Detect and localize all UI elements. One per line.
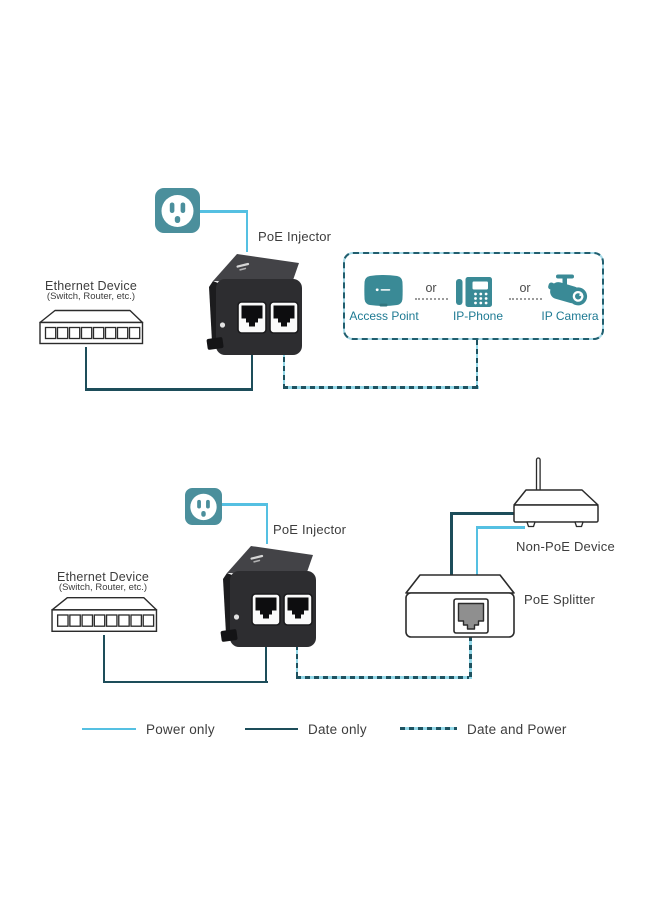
data-cable-vertical-left-2 bbox=[102, 635, 106, 683]
ip-phone-label: IP-Phone bbox=[452, 309, 504, 323]
power-cable-vertical-2 bbox=[265, 503, 268, 544]
ip-camera-label: IP Camera bbox=[541, 309, 599, 323]
data-power-cable-vertical-left bbox=[282, 348, 286, 388]
switch-ports-2 bbox=[56, 614, 155, 627]
legend-swatch-date-only bbox=[245, 727, 298, 730]
powered-devices-box bbox=[343, 252, 604, 340]
poe-injector-label-2: PoE Injector bbox=[273, 522, 347, 537]
dc-power-jack bbox=[206, 337, 224, 350]
legend-label-power-only: Power only bbox=[146, 722, 215, 737]
poe-injector-label: PoE Injector bbox=[258, 229, 332, 244]
legend-label-date-only: Date only bbox=[308, 722, 367, 737]
data-power-cable-horizontal-2 bbox=[295, 676, 472, 679]
poe-splitter-label: PoE Splitter bbox=[524, 592, 596, 607]
splitter-power-horizontal bbox=[475, 526, 525, 529]
rj45-port-2 bbox=[269, 301, 299, 334]
data-power-cable-horizontal bbox=[282, 385, 479, 389]
or-separator-2: or bbox=[519, 281, 531, 295]
power-cable-horizontal bbox=[198, 210, 248, 213]
access-point-label: Access Point bbox=[349, 309, 419, 323]
power-cable-horizontal-2 bbox=[221, 503, 268, 506]
dc-power-jack-2 bbox=[220, 629, 238, 642]
ip-camera-icon bbox=[547, 274, 589, 307]
data-power-cable-vertical-right-2 bbox=[469, 636, 472, 679]
legend-swatch-power-only bbox=[82, 727, 136, 730]
switch-ports bbox=[44, 326, 141, 340]
wall-outlet-2 bbox=[185, 488, 222, 525]
ethernet-device-sublabel: (Switch, Router, etc.) bbox=[46, 291, 136, 302]
poe-splitter-device bbox=[404, 573, 516, 639]
splitter-data-vertical bbox=[450, 512, 453, 576]
wall-outlet bbox=[155, 188, 200, 233]
wall-outlet-icon-2 bbox=[185, 488, 222, 525]
poe-injector-device bbox=[204, 250, 304, 356]
ethernet-switch-illustration-2 bbox=[51, 596, 158, 633]
led-indicator bbox=[219, 322, 226, 328]
data-power-cable-vertical-left-2 bbox=[295, 645, 299, 679]
data-cable-horizontal-2 bbox=[102, 680, 268, 683]
data-cable-vertical-left bbox=[84, 347, 88, 391]
ethernet-switch-device-2 bbox=[50, 596, 158, 635]
or-dotted-line-2 bbox=[509, 298, 542, 300]
legend-swatch-date-and-power bbox=[400, 727, 457, 730]
splitter-rj45-port bbox=[453, 598, 489, 634]
poe-injector-device-2 bbox=[218, 542, 318, 648]
data-cable-vertical-right-2 bbox=[264, 645, 268, 683]
non-poe-device-label: Non-PoE Device bbox=[516, 539, 615, 554]
rj45-port-2b bbox=[283, 593, 313, 626]
tp-link-logo bbox=[236, 262, 250, 271]
tp-link-logo-2 bbox=[250, 554, 264, 563]
ip-phone-icon bbox=[456, 277, 492, 307]
ethernet-device-sublabel-2: (Switch, Router, etc.) bbox=[58, 582, 148, 593]
data-cable-horizontal bbox=[84, 388, 253, 391]
or-dotted-line-1 bbox=[415, 298, 448, 300]
led-indicator-2 bbox=[233, 614, 240, 620]
data-cable-vertical-right bbox=[250, 348, 254, 389]
wall-outlet-icon bbox=[155, 188, 200, 233]
data-power-cable-vertical-right bbox=[475, 340, 478, 389]
ethernet-device-label: Ethernet Device bbox=[45, 279, 137, 293]
splitter-data-horizontal bbox=[450, 512, 519, 515]
antenna bbox=[535, 457, 541, 492]
poe-injector-illustration bbox=[206, 254, 302, 355]
or-separator-1: or bbox=[425, 281, 437, 295]
poe-injector-illustration-2 bbox=[220, 546, 316, 647]
non-poe-router-illustration bbox=[513, 457, 599, 528]
legend-label-date-and-power: Date and Power bbox=[467, 722, 567, 737]
poe-splitter-illustration bbox=[405, 574, 515, 638]
rj45-port-1 bbox=[237, 301, 267, 334]
rj45-port-1b bbox=[251, 593, 281, 626]
ethernet-switch-illustration bbox=[39, 309, 144, 345]
ethernet-device-label-2: Ethernet Device bbox=[57, 570, 149, 584]
splitter-power-vertical bbox=[475, 526, 478, 576]
access-point-icon bbox=[364, 274, 403, 307]
ethernet-switch-device bbox=[38, 309, 144, 347]
power-cable-vertical bbox=[245, 210, 248, 252]
non-poe-router-device bbox=[512, 456, 604, 528]
